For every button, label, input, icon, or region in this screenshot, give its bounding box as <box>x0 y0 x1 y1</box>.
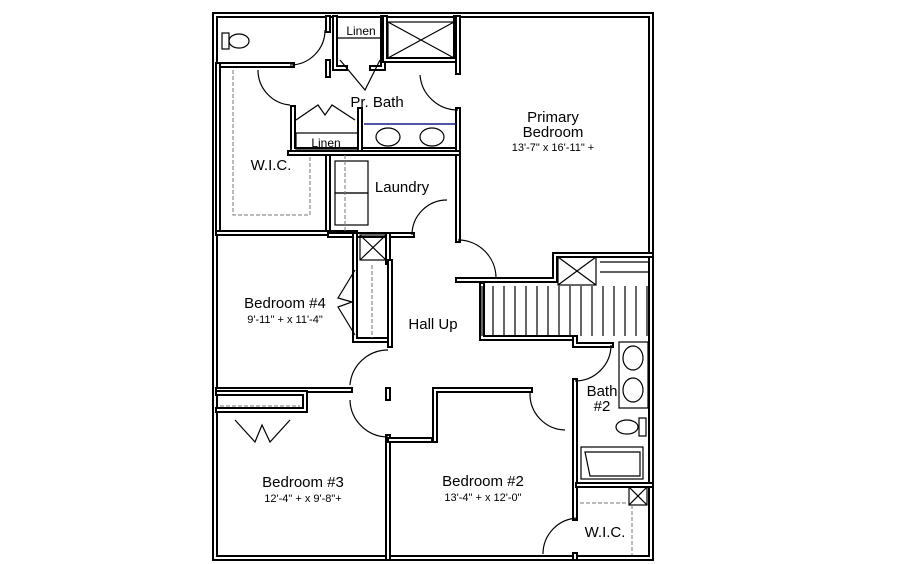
wic-shelf-primary <box>232 70 311 216</box>
door-laundry <box>411 199 448 236</box>
wall-segment <box>481 284 576 339</box>
label-primary-bedroom-1: Primary <box>527 109 579 126</box>
door-bedroom2 <box>529 392 566 431</box>
label-wic-bed2: W.I.C. <box>585 524 626 541</box>
label-laundry: Laundry <box>375 179 430 196</box>
wall-segment <box>217 392 306 411</box>
dims-bedroom4: 9'-11" + x 11'-4" <box>247 314 323 326</box>
door-toilet <box>289 29 326 66</box>
dims-primary-bedroom: 13'-7" x 16'-11" + <box>512 142 594 154</box>
stairs <box>481 286 648 336</box>
door-wic-bed2 <box>542 517 579 555</box>
wall-segment <box>432 387 533 443</box>
label-wic-primary: W.I.C. <box>251 157 292 174</box>
door-linen <box>339 59 381 92</box>
wall-segment <box>457 254 652 281</box>
washer-dryer <box>334 155 369 232</box>
wall-segment <box>479 282 578 341</box>
door-bath2 <box>574 344 612 382</box>
hvac-chase-2 <box>557 256 648 286</box>
label-pr-bath: Pr. Bath <box>350 94 403 111</box>
fixtures <box>220 21 649 555</box>
wic-bed2-chase <box>580 486 648 555</box>
bedroom3-closet <box>220 405 300 444</box>
label-bedroom2: Bedroom #2 <box>442 473 524 490</box>
label-bath2-2: #2 <box>594 398 611 415</box>
wall-segment <box>574 337 612 346</box>
toilet-primary <box>221 32 250 50</box>
label-linen-bottom: Linen <box>311 136 340 150</box>
shower <box>387 21 455 59</box>
label-bedroom4: Bedroom #4 <box>244 295 326 312</box>
door-wic <box>257 69 291 106</box>
wall-segment <box>215 390 308 413</box>
hvac-chase-1 <box>359 234 387 261</box>
walls <box>212 12 654 561</box>
door-bedroom4 <box>349 349 389 386</box>
door-primary-bath <box>419 74 459 111</box>
room-labels: Linen Pr. Bath Linen W.I.C. Laundry Prim… <box>244 24 625 541</box>
bathtub <box>580 446 644 480</box>
wall-segment <box>434 389 531 441</box>
doors <box>257 29 612 555</box>
wall-segment <box>572 335 614 348</box>
dims-bedroom3: 12'-4" + x 9'-8"+ <box>264 493 341 505</box>
bath2-vanity <box>618 341 649 409</box>
dims-bedroom2: 13'-4" + x 12'-0" <box>444 492 521 504</box>
wall-segment <box>214 14 652 559</box>
door-bedroom3 <box>349 399 389 438</box>
label-bedroom3: Bedroom #3 <box>262 474 344 491</box>
label-primary-bedroom-2: Bedroom <box>523 124 584 141</box>
wall-segment <box>334 17 346 69</box>
bedroom4-closet <box>337 265 373 338</box>
label-bath2-1: Bath <box>587 383 618 400</box>
label-hall: Hall Up <box>408 316 457 333</box>
linen-shelf-bottom <box>295 104 359 150</box>
vanity-primary <box>364 123 456 147</box>
toilet-bath2 <box>615 417 647 437</box>
label-linen-top: Linen <box>346 24 375 38</box>
door-primary-bedroom <box>457 239 497 279</box>
